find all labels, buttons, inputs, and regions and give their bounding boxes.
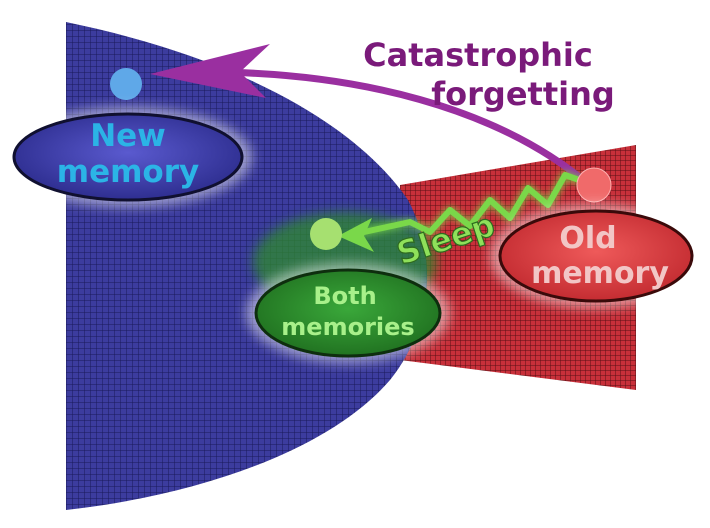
- new-memory-label-line2: memory: [57, 154, 199, 190]
- catastrophic-label-line2: forgetting: [431, 75, 615, 113]
- new-memory-label-line1: New: [90, 118, 166, 154]
- old-memory-label-line2: memory: [531, 256, 669, 291]
- both-memories-dot: [310, 218, 342, 250]
- new-memory-dot: [110, 68, 142, 100]
- both-memories-label-line2: memories: [281, 313, 414, 341]
- catastrophic-label-line1: Catastrophic: [363, 36, 593, 74]
- old-memory-label-line1: Old: [559, 221, 616, 256]
- both-memories-badge: Both memories: [246, 263, 450, 363]
- new-memory-badge: New memory: [4, 107, 252, 207]
- both-memories-label-line1: Both: [313, 282, 376, 310]
- old-memory-badge: Old memory: [490, 204, 702, 308]
- old-memory-dot: [577, 168, 611, 202]
